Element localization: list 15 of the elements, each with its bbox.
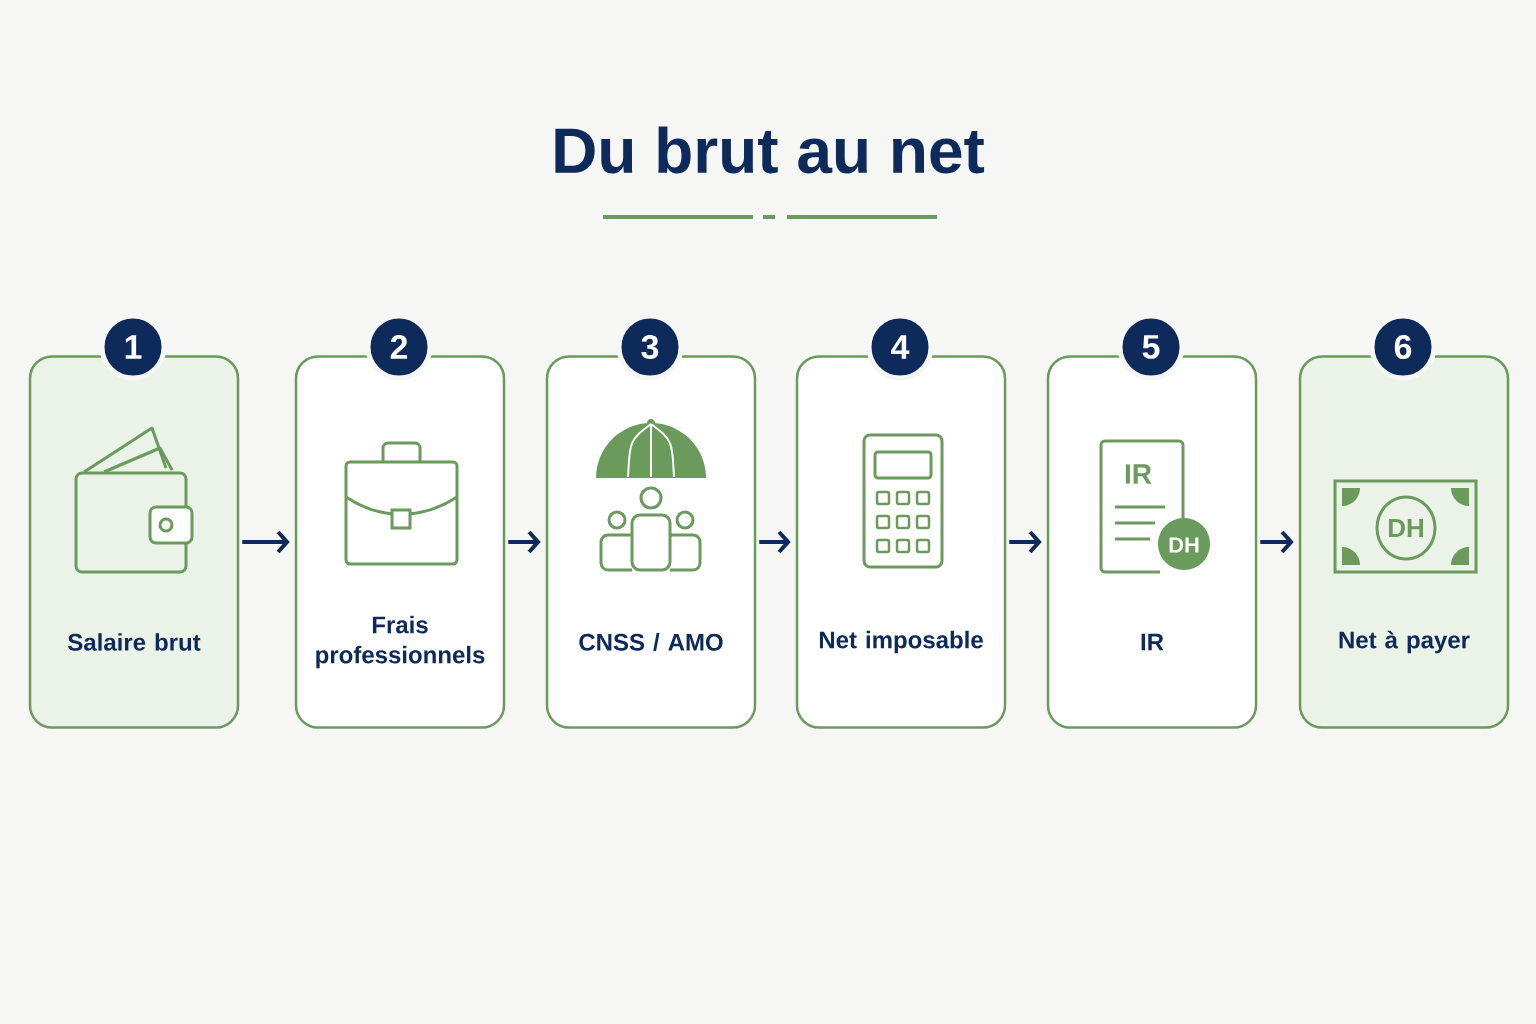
step-label: IR xyxy=(1141,633,1164,651)
step-label: CNSS / AMO xyxy=(579,633,723,651)
icon-text: IR xyxy=(1125,464,1152,484)
step-label: Net à payer xyxy=(1339,630,1470,654)
arrow xyxy=(508,530,541,554)
icon-text: DH xyxy=(1389,519,1424,537)
arrow xyxy=(759,530,791,554)
arrow xyxy=(242,530,290,554)
step-label: Salaire brut xyxy=(68,633,201,651)
step-label: Frais professionnels xyxy=(316,615,485,669)
arrow xyxy=(1009,530,1042,554)
icon-text: DH xyxy=(1169,537,1199,553)
step-label: Net imposable xyxy=(819,630,983,654)
title: Du brut au net xyxy=(555,126,985,174)
arrow xyxy=(1260,530,1294,554)
